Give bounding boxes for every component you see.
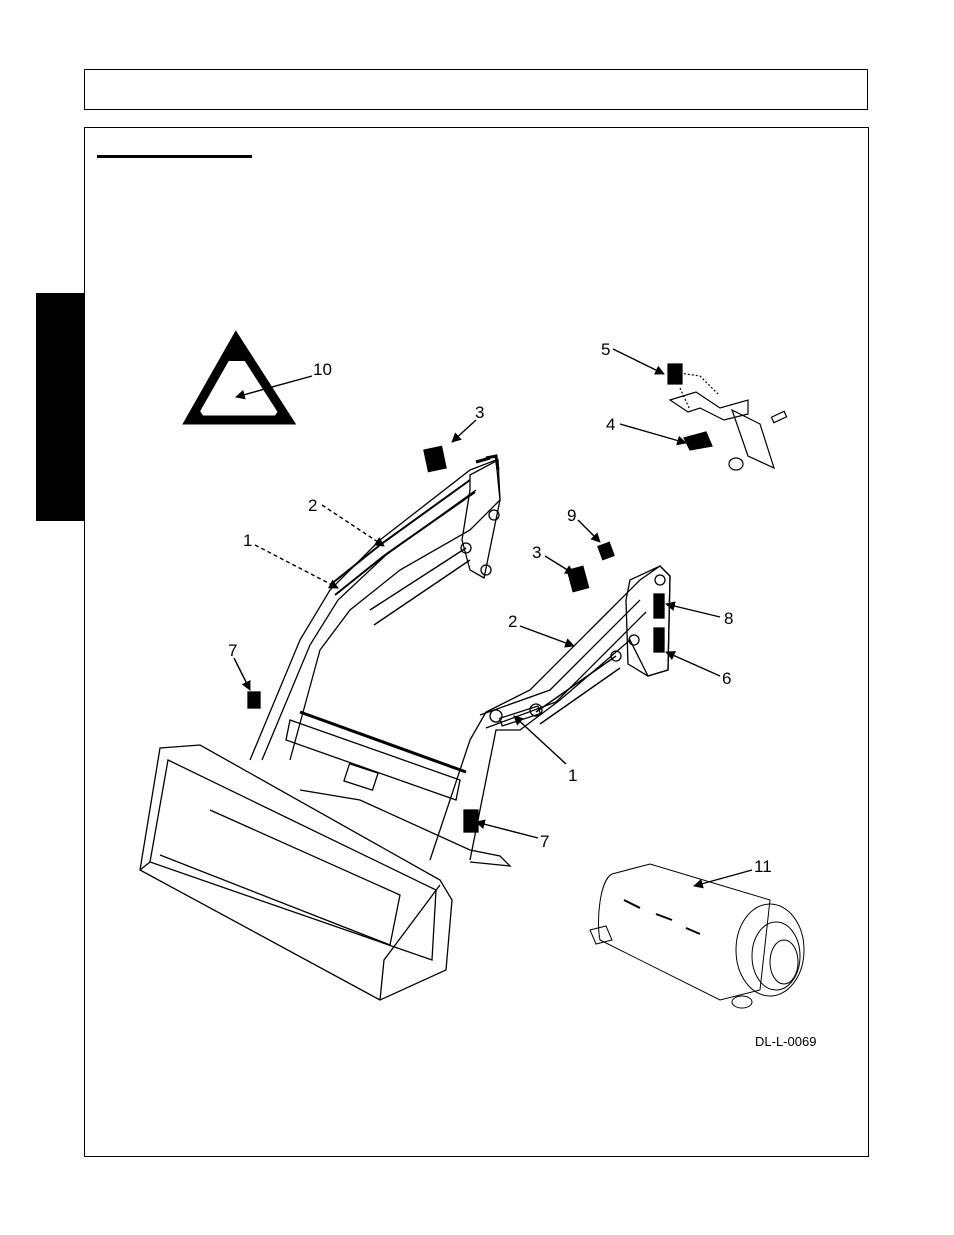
callout-9: 9 [567,506,576,525]
callout-2-left: 2 [308,496,317,515]
bracket-detail [668,364,787,470]
callout-6: 6 [722,669,731,688]
right-boom-arm [248,542,670,860]
callout-4: 4 [606,415,615,434]
loader-bucket [140,712,510,1000]
left-boom-arm [250,446,500,760]
callout-11: 11 [754,857,772,876]
leader-lines [234,349,752,886]
callout-10: 10 [313,360,332,379]
callout-7-right: 7 [540,832,549,851]
callout-8: 8 [724,609,733,628]
callout-5: 5 [601,340,610,359]
callout-1-left: 1 [243,531,252,550]
smv-triangle-emblem [190,339,288,420]
callout-3-right: 3 [532,543,541,562]
callout-1-right: 1 [568,766,577,785]
callout-2-right: 2 [508,612,517,631]
callout-7-left: 7 [228,641,237,660]
figure-code: DL-L-0069 [755,1034,816,1049]
callout-3-left: 3 [475,403,484,422]
